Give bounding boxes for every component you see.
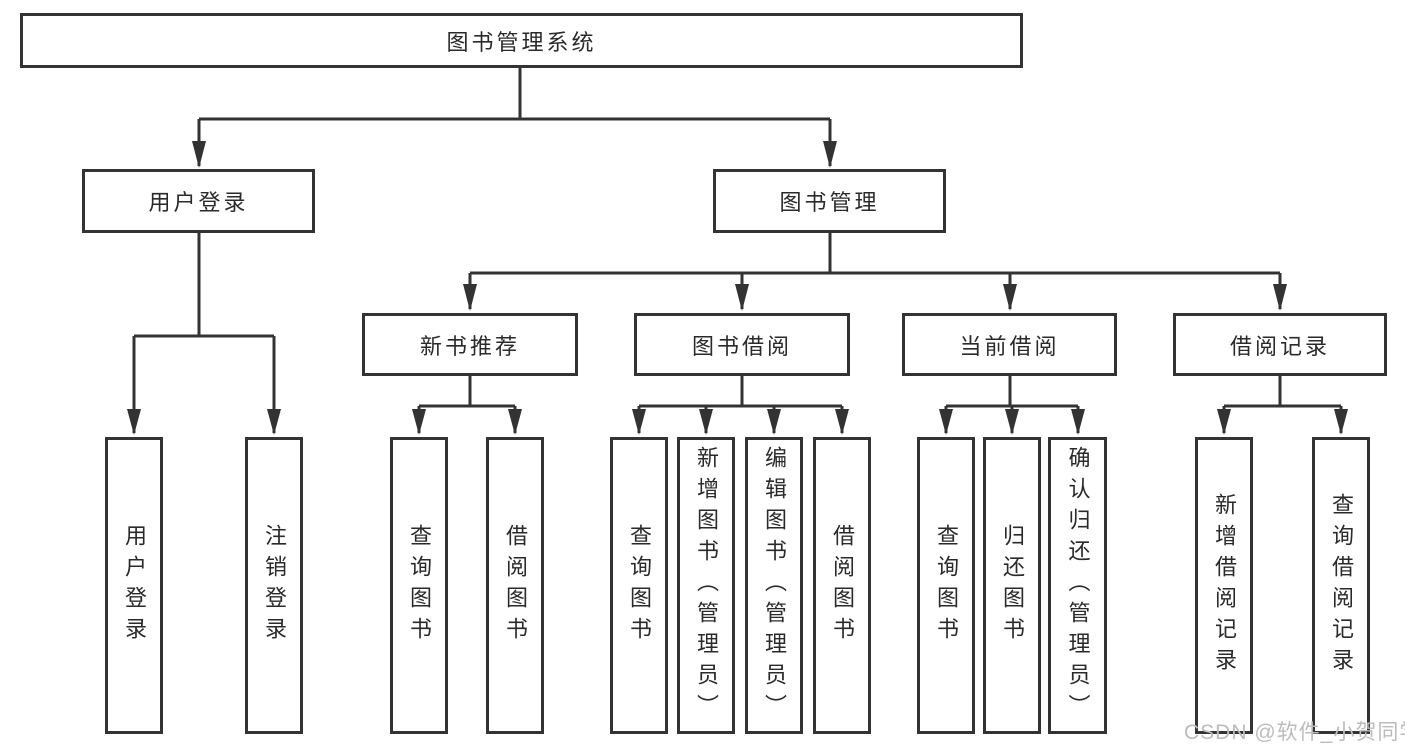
leaf-logout: 注销登录 <box>245 437 303 734</box>
leaf-return-books: 归还图书 <box>983 437 1041 734</box>
watermark: CSDN @软件_小贺同学 <box>1184 721 1405 744</box>
leaf-query-books-current: 查询图书 <box>917 437 975 734</box>
leaf-user-login: 用户登录 <box>105 437 163 734</box>
node-new-book-recommend: 新书推荐 <box>362 313 578 376</box>
node-root: 图书管理系统 <box>20 13 1023 68</box>
arrowheads <box>127 141 1348 435</box>
leaf-query-books-recommend: 查询图书 <box>390 437 448 734</box>
node-current-borrowing: 当前借阅 <box>902 313 1117 376</box>
node-book-borrowing: 图书借阅 <box>634 313 850 376</box>
node-borrowing-records: 借阅记录 <box>1173 313 1387 376</box>
leaf-borrow-books-recommend: 借阅图书 <box>486 437 544 734</box>
leaf-query-books-borrowing: 查询图书 <box>610 437 668 734</box>
leaf-edit-books-admin: 编辑图书（管理员） <box>745 437 803 734</box>
leaf-query-borrow-record: 查询借阅记录 <box>1312 437 1370 734</box>
leaf-confirm-return-admin: 确认归还（管理员） <box>1048 437 1107 734</box>
node-book-management: 图书管理 <box>713 169 946 233</box>
leaf-add-borrow-record: 新增借阅记录 <box>1195 437 1253 734</box>
leaf-borrow-books-borrowing: 借阅图书 <box>813 437 871 734</box>
leaf-add-books-admin: 新增图书（管理员） <box>677 437 735 734</box>
node-user-login: 用户登录 <box>82 169 315 233</box>
